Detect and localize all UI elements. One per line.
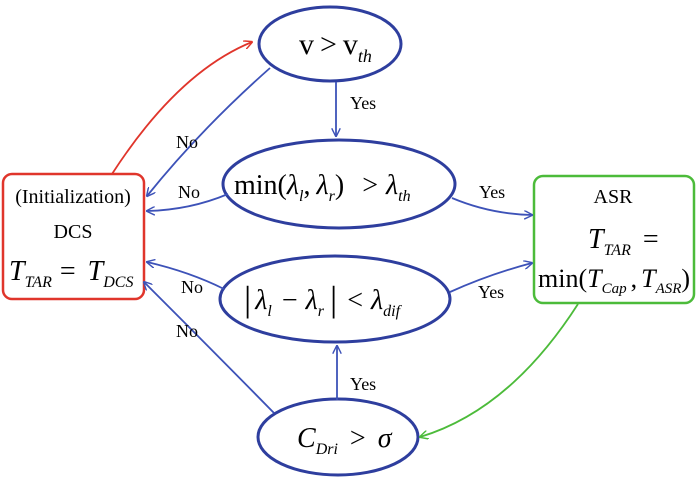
asr-box-equation-top: TTAR= (588, 224, 659, 259)
no-arrow-2 (147, 193, 229, 211)
no-arrow-4 (144, 282, 275, 414)
diff-lambda-condition-text: |λl−λr|<λdif (244, 279, 403, 320)
yes-arrow-3 (449, 263, 532, 293)
yes-label-1: Yes (350, 93, 376, 113)
velocity-condition-ellipse (257, 5, 403, 83)
no-arrow-1 (147, 67, 271, 196)
no-label-4: No (176, 321, 198, 341)
driver-condition-text: CDri>σ (297, 423, 393, 458)
asr-feedback-arrow (420, 303, 579, 437)
yes-label-4: Yes (350, 374, 376, 394)
yes-label-2: Yes (479, 182, 505, 202)
dcs-box-title: (Initialization) (15, 186, 131, 208)
asr-box-title: ASR (594, 186, 634, 208)
dcs-box (1, 172, 146, 301)
no-label-2: No (178, 182, 200, 202)
no-label-1: No (176, 132, 198, 152)
dcs-box-subtitle: DCS (54, 221, 93, 243)
no-label-3: No (181, 277, 203, 297)
asr-box-equation-bottom: min(TCap,TASR) (538, 264, 690, 297)
no-arrow-3 (147, 262, 225, 290)
min-lambda-condition-text: min(λl,λr)>λth (234, 170, 411, 205)
diff-lambda-condition-ellipse (218, 254, 452, 344)
min-lambda-condition-ellipse (221, 138, 457, 230)
driver-condition-ellipse (256, 397, 420, 477)
yes-label-3: Yes (478, 282, 504, 302)
asr-box (532, 174, 696, 305)
dcs-box-equation: TTAR=TDCS (9, 256, 133, 291)
velocity-condition-text: v>vth (299, 28, 372, 66)
init-arrow (111, 42, 252, 175)
yes-arrow-2 (451, 197, 532, 215)
